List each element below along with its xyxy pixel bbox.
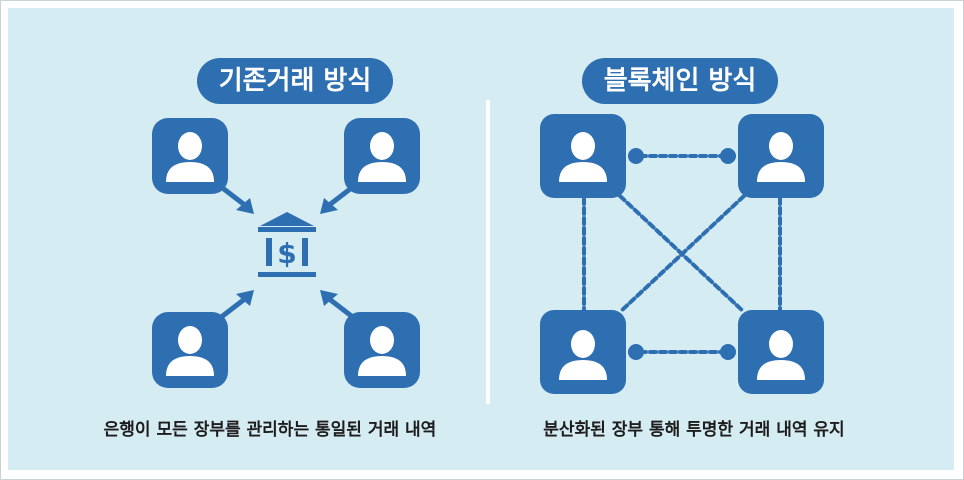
center-divider	[486, 100, 490, 404]
chain-connectors	[628, 148, 736, 360]
arrow-icon-top-left	[218, 184, 254, 214]
blockchain-method-title: 블록체인 방식	[582, 58, 778, 104]
arrow-icon-top-right	[320, 184, 356, 214]
traditional-method-caption: 은행이 모든 장부를 관리하는 통일된 거래 내역	[103, 420, 437, 440]
arrow-icon-bottom-left	[218, 290, 254, 320]
chain-icon-group	[582, 154, 782, 354]
node-user-icon-top-left	[540, 114, 626, 198]
user-icon-bottom-right	[344, 312, 420, 388]
bank-dollar-symbol: $	[277, 237, 296, 270]
user-icon-top-right	[344, 118, 420, 194]
traditional-method-title: 기존거래 방식	[197, 58, 393, 104]
arrow-icon-bottom-right	[320, 290, 356, 320]
user-icon-top-left	[152, 118, 228, 194]
bank-icon: $	[258, 212, 316, 277]
node-user-icon-top-right	[738, 114, 824, 198]
user-icon-bottom-left	[152, 312, 228, 388]
blockchain-method-caption: 분산화된 장부 통해 투명한 거래 내역 유지	[543, 420, 845, 440]
node-user-icon-bottom-left	[540, 310, 626, 394]
node-user-icon-bottom-right	[738, 310, 824, 394]
